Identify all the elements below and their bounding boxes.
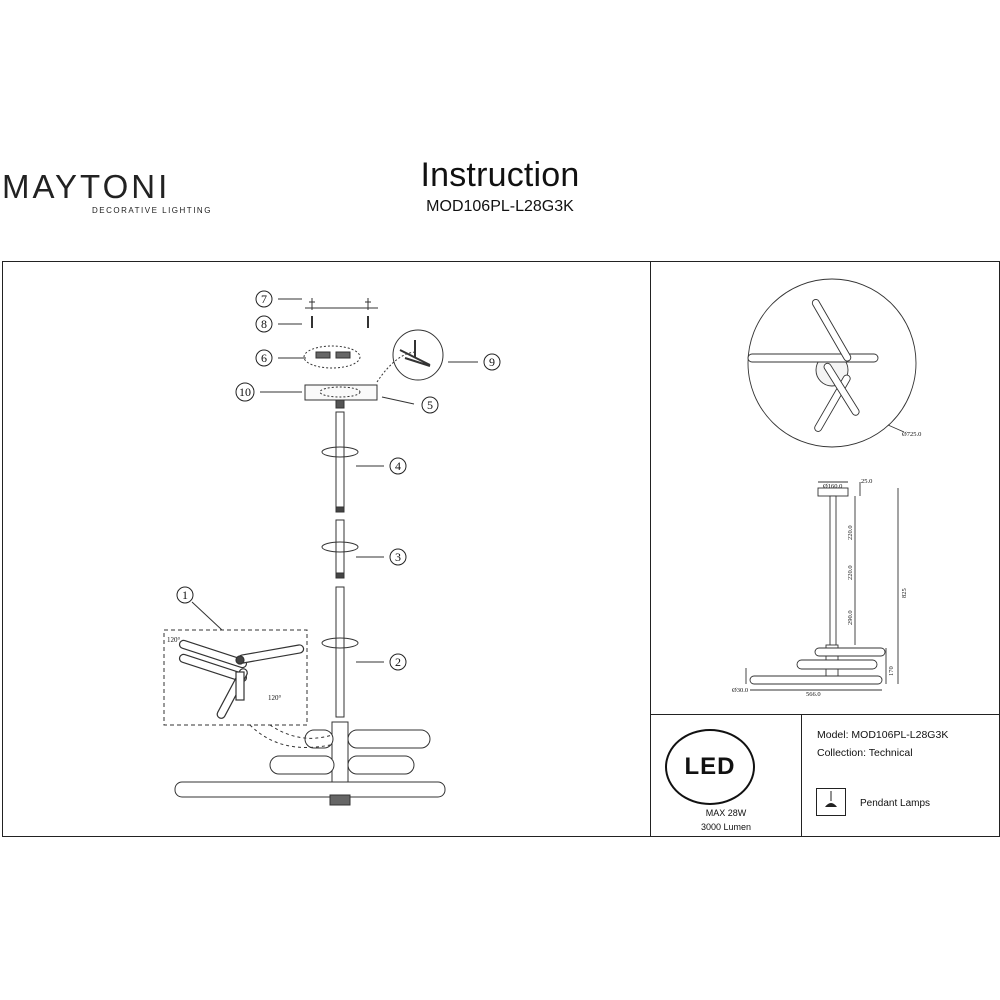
page-title: Instruction (420, 156, 580, 194)
rod-3 (335, 519, 345, 579)
callout-1 (176, 586, 194, 604)
dim-fixture-height: 170 (888, 666, 895, 676)
dim-span: 566.0 (806, 691, 821, 698)
led-badge: LED (665, 729, 755, 805)
callout-label-8: 8 (261, 317, 267, 331)
led-badge-text: LED (684, 753, 736, 780)
rod-side (829, 495, 837, 647)
arm-tube-2 (269, 755, 335, 775)
angle-label-1: 120° (167, 636, 181, 644)
callout-label-1: 1 (182, 588, 188, 602)
power-rating: MAX 28W (705, 808, 747, 818)
callout-label-9: 9 (489, 355, 495, 369)
arm-tube-1 (347, 729, 431, 749)
callout-5 (421, 396, 439, 414)
callout-10 (235, 382, 255, 402)
callout-2 (389, 653, 407, 671)
brand-logo: MAYTONI (2, 168, 171, 205)
callout-label-2: 2 (395, 655, 401, 669)
callout-6 (255, 349, 273, 367)
callout-label-6: 6 (261, 351, 267, 365)
callout-label-7: 7 (261, 292, 267, 306)
brand-tagline: DECORATIVE LIGHTING (92, 206, 212, 215)
dim-rod-3: 290.0 (847, 610, 854, 625)
dim-rod-1: 220.0 (847, 525, 854, 540)
callout-4 (389, 457, 407, 475)
pendant-lamp-icon (816, 788, 846, 816)
type-label: Pendant Lamps (860, 798, 931, 809)
callout-label-3: 3 (395, 550, 401, 564)
fixture-hub (331, 721, 349, 783)
divider-vertical (650, 261, 652, 837)
callout-9 (483, 353, 501, 371)
assembly-diagram: 7 8 6 10 5 9 4 3 2 1 120° 120° (163, 290, 501, 806)
callout-8 (255, 315, 273, 333)
divider-horizontal (650, 714, 1000, 716)
top-view-circle (747, 278, 917, 448)
model-line: Model: MOD106PL-L28G3K (817, 729, 949, 741)
collection-line: Collection: Technical (817, 747, 913, 759)
angle-label-2: 120° (268, 694, 282, 702)
dim-canopy-diameter: Ø160.0 (823, 483, 842, 490)
callout-label-10: 10 (239, 385, 251, 399)
callout-label-5: 5 (427, 398, 433, 412)
rod-4 (335, 411, 345, 513)
anchor-8 (311, 316, 369, 328)
dim-tube-diameter: Ø30.0 (732, 687, 748, 694)
detail-box-1 (163, 629, 308, 726)
callout-3 (389, 548, 407, 566)
callout-7 (255, 290, 273, 308)
arm-tube-3 (174, 781, 446, 798)
dimension-diagram: Ø725.0 Ø160.0 25.0 220.0 220.0 290.0 825… (732, 278, 921, 698)
dim-rod-2: 220.0 (847, 565, 854, 580)
dim-diameter-top: Ø725.0 (902, 431, 921, 438)
callout-label-4: 4 (395, 459, 401, 473)
screw-7 (309, 298, 315, 310)
model-code-heading: MOD106PL-L28G3K (426, 198, 574, 215)
divider-info (801, 714, 803, 837)
dim-canopy-height: 25.0 (861, 478, 872, 485)
dim-total-height: 825 (901, 588, 908, 598)
lumen-rating: 3000 Lumen (700, 822, 752, 832)
rod-2 (335, 586, 345, 718)
